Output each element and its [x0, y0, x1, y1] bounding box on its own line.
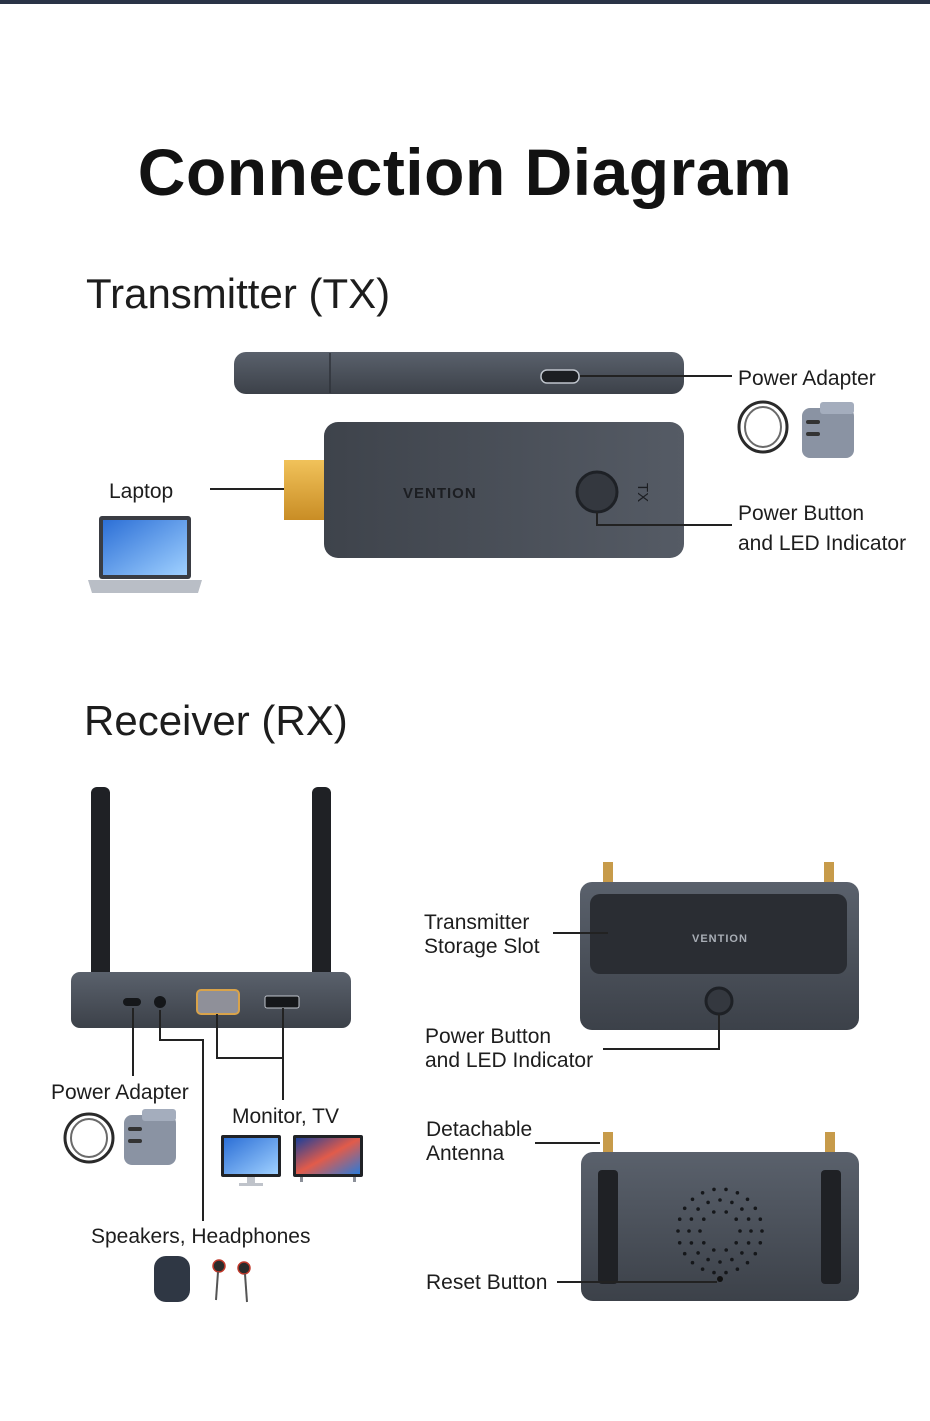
hdmi-connector-icon	[284, 460, 328, 520]
rx-rear-view	[71, 787, 351, 1028]
rx-cable-icon	[63, 1112, 115, 1164]
speaker-icon	[154, 1256, 190, 1302]
rx-top-view	[580, 862, 859, 1030]
tv-icon	[293, 1135, 363, 1182]
rx-brand-mark: VENTION	[692, 933, 748, 945]
rx-hdmi-port-icon	[264, 995, 300, 1009]
left-foot-pad	[598, 1170, 618, 1284]
rx-power-adapter-label: Power Adapter	[51, 1081, 189, 1104]
tx-power-button-label: Power Button and LED Indicator	[738, 502, 907, 555]
speaker-grill-icon	[676, 1187, 764, 1275]
reset-button-label: Reset Button	[426, 1271, 548, 1294]
rx-power-button-label: Power Button and LED Indicator	[425, 1025, 594, 1072]
laptop-label: Laptop	[109, 480, 174, 503]
audio-jack-icon	[154, 996, 166, 1008]
tx-cable-icon	[737, 400, 789, 454]
reset-button-icon	[717, 1276, 723, 1282]
detachable-antenna-label: Detachable Antenna	[426, 1118, 533, 1165]
tx-power-button-icon	[575, 470, 619, 514]
left-antenna-icon	[91, 787, 110, 1012]
tx-heading: Transmitter (TX)	[86, 270, 391, 317]
tx-charger-icon	[802, 402, 854, 458]
antenna-connector-icon	[603, 862, 613, 884]
vga-port-icon	[196, 989, 240, 1015]
right-antenna-icon	[312, 787, 331, 1012]
usb-c-port-icon	[540, 369, 580, 384]
speakers-headphones-label: Speakers, Headphones	[91, 1225, 311, 1248]
headphones-icon	[212, 1259, 251, 1303]
rx-bottom-view	[581, 1132, 859, 1301]
tx-brand-mark: VENTION	[403, 485, 477, 502]
monitor-icon	[221, 1135, 281, 1186]
page-title: Connection Diagram	[137, 135, 793, 209]
right-foot-pad	[821, 1170, 841, 1284]
rx-charger-icon	[124, 1109, 176, 1165]
storage-slot-label: Transmitter Storage Slot	[424, 911, 540, 958]
tx-front-view	[284, 422, 684, 558]
tx-unit-mark: TX	[634, 482, 652, 503]
laptop-icon	[88, 516, 202, 593]
rx-heading: Receiver (RX)	[84, 697, 348, 744]
rx-usb-c-port-icon	[123, 998, 141, 1006]
tx-power-adapter-label: Power Adapter	[738, 367, 876, 390]
monitor-tv-label: Monitor, TV	[232, 1105, 339, 1128]
rx-power-button-icon	[704, 986, 734, 1016]
tx-side-view	[234, 352, 684, 394]
top-accent-bar	[0, 0, 930, 4]
